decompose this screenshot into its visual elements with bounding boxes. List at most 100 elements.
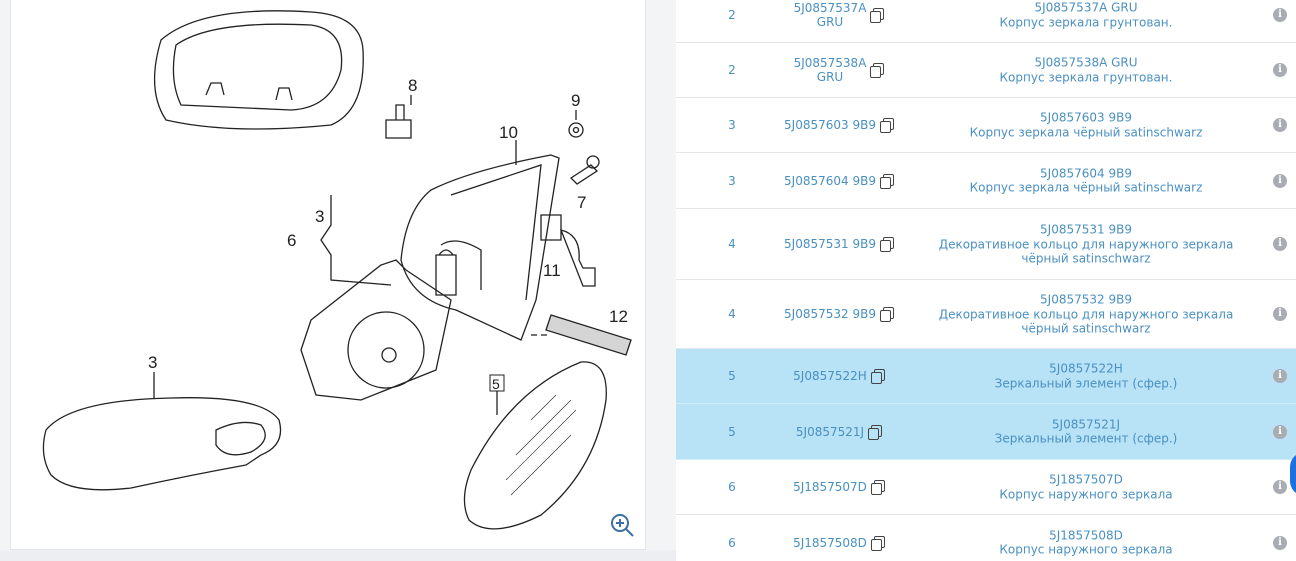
- part-number-link[interactable]: 5J0857531 9B9: [784, 237, 876, 251]
- copy-icon[interactable]: [870, 8, 885, 23]
- part-number-cell: 5J0857604 9B9: [776, 173, 901, 189]
- part-number-link[interactable]: 5J0857522H: [793, 369, 867, 383]
- position-number: 5: [728, 424, 736, 439]
- floating-action-button[interactable]: [1290, 452, 1296, 496]
- copy-icon[interactable]: [868, 424, 883, 440]
- info-icon[interactable]: i: [1273, 424, 1287, 439]
- part-number-line: 5J0857537A: [793, 1, 867, 15]
- callout-3-lower[interactable]: 3: [148, 353, 157, 372]
- part-8-clip: [385, 104, 412, 139]
- callout-9[interactable]: 9: [571, 91, 580, 110]
- part-number-link[interactable]: 5J1857508D: [793, 535, 867, 550]
- callout-7[interactable]: 7: [577, 193, 586, 212]
- part-number-cell: 5J0857531 9B9: [776, 237, 901, 252]
- zoom-in-icon[interactable]: [609, 512, 635, 538]
- part-name: Зеркальный элемент (сфер.): [994, 431, 1178, 446]
- part-name: Декоративное кольцо для наружного зеркал…: [938, 306, 1234, 336]
- part-code: 5J0857521J: [1051, 417, 1121, 431]
- part-number-link[interactable]: 5J0857521J: [795, 424, 865, 439]
- part-number-cell: 5J0857532 9B9: [776, 307, 901, 322]
- mirror-glass: [463, 361, 607, 530]
- part-name: Зеркальный элемент (сфер.): [994, 376, 1178, 390]
- callout-8[interactable]: 8: [408, 76, 417, 95]
- part-name: Корпус наружного зеркала: [999, 487, 1173, 501]
- part-code: 5J0857531 9B9: [1040, 222, 1132, 237]
- part-number-link[interactable]: 5J0857604 9B9: [784, 173, 876, 188]
- part-number-link[interactable]: 5J0857532 9B9: [784, 307, 876, 321]
- callout-11[interactable]: 11: [543, 261, 561, 280]
- callout-12[interactable]: 12: [609, 307, 628, 326]
- part-code: 5J0857604 9B9: [1040, 166, 1132, 180]
- motor-assembly: [300, 259, 452, 401]
- info-icon[interactable]: i: [1273, 369, 1287, 383]
- part-code: 5J0857522H: [1049, 361, 1123, 376]
- copy-icon[interactable]: [879, 173, 894, 189]
- copy-icon[interactable]: [879, 118, 894, 133]
- info-icon[interactable]: i: [1273, 535, 1287, 550]
- part-code: 5J0857603 9B9: [1040, 110, 1132, 125]
- info-icon[interactable]: i: [1273, 118, 1287, 132]
- info-icon[interactable]: i: [1273, 173, 1287, 188]
- part-number-line: 5J0857538A: [793, 56, 867, 70]
- copy-icon[interactable]: [870, 63, 885, 78]
- callout-3-upper[interactable]: 3: [315, 207, 324, 226]
- part-number-cell: 5J1857508D: [776, 535, 901, 551]
- position-number: 5: [728, 369, 736, 383]
- part-name: Декоративное кольцо для наружного зеркал…: [938, 236, 1234, 266]
- position-number: 3: [728, 118, 736, 132]
- callout-10[interactable]: 10: [499, 123, 518, 142]
- copy-icon[interactable]: [870, 535, 885, 551]
- part-name: Корпус зеркала чёрный satinschwarz: [969, 180, 1203, 195]
- copy-icon[interactable]: [879, 237, 894, 252]
- part-name: Корпус зеркала грунтован.: [999, 70, 1173, 84]
- copy-icon[interactable]: [870, 369, 885, 384]
- info-icon[interactable]: i: [1273, 63, 1287, 77]
- mirror-base: [400, 154, 560, 341]
- position-number: 6: [728, 535, 736, 550]
- info-icon[interactable]: i: [1273, 307, 1287, 321]
- part-number-link[interactable]: 5J1857507D: [793, 480, 867, 494]
- part-number-cell: 5J1857507D: [776, 480, 901, 495]
- callout-6[interactable]: 6: [287, 231, 296, 250]
- position-number: 4: [728, 237, 736, 251]
- position-number: 4: [728, 307, 736, 321]
- position-number: 6: [728, 480, 736, 494]
- copy-icon[interactable]: [870, 480, 885, 495]
- parts-diagram[interactable]: 8 9 10 7 3 6 11 12 3 5: [10, 0, 646, 550]
- horizontal-scrollbar[interactable]: [0, 550, 676, 561]
- info-icon[interactable]: i: [1273, 480, 1287, 494]
- info-icon[interactable]: i: [1273, 237, 1287, 251]
- part-number-link[interactable]: 5J0857603 9B9: [784, 118, 876, 132]
- callout-5[interactable]: 5: [492, 376, 500, 392]
- copy-icon[interactable]: [879, 307, 894, 322]
- part-number-line: GRU: [816, 70, 844, 84]
- part-code: 5J0857538A GRU: [1034, 55, 1138, 70]
- info-icon[interactable]: i: [1273, 8, 1287, 22]
- part-code: 5J1857507D: [1049, 472, 1123, 487]
